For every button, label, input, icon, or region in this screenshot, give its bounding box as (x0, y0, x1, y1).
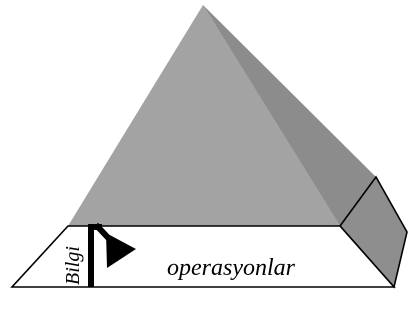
flag-pole (88, 224, 94, 287)
arrowhead-icon (106, 233, 136, 268)
pyramid-front-face (68, 5, 340, 226)
operations-label: operasyonlar (167, 255, 296, 281)
info-label: Bilgi (62, 246, 84, 285)
pyramid-side-face (203, 5, 376, 226)
